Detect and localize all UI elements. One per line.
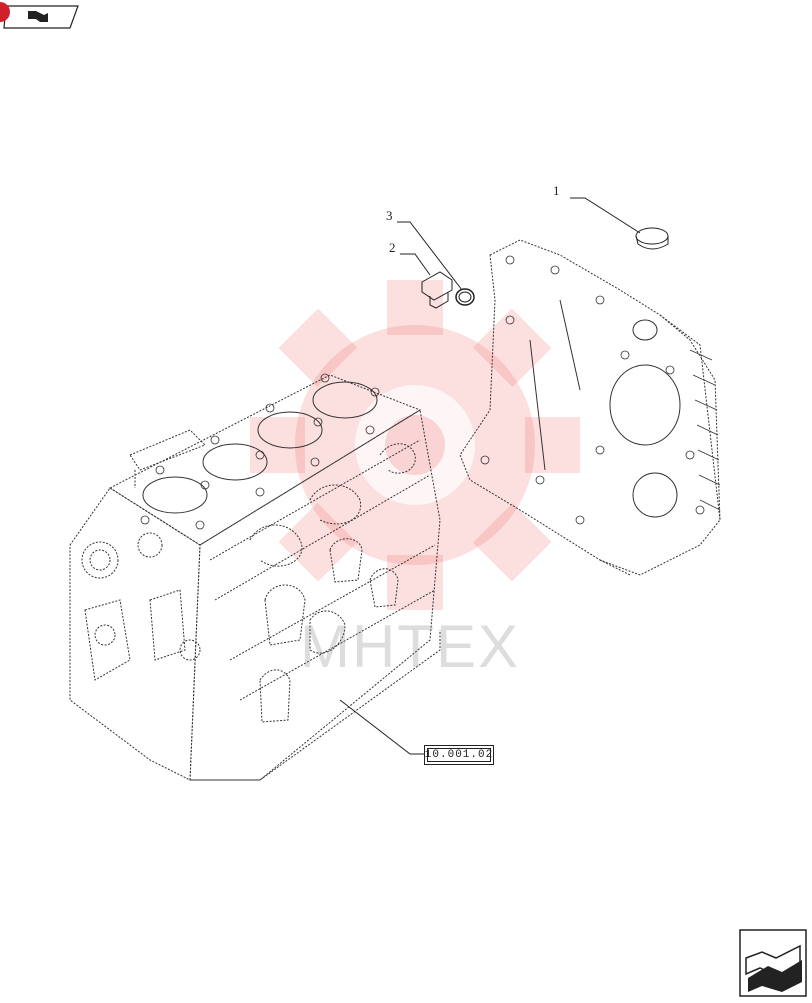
callout-1: 1: [553, 183, 560, 198]
washer-part: [455, 288, 475, 306]
reference-box[interactable]: 10.001.02: [424, 745, 494, 765]
cup-plug-part: [635, 227, 669, 250]
callout-2: 2: [389, 240, 396, 255]
next-page-button[interactable]: [738, 928, 808, 998]
page-forward-icon: [739, 929, 807, 997]
reference-label: 10.001.02: [424, 749, 494, 761]
watermark-text: MHTEX: [300, 613, 520, 680]
page-back-icon: [0, 2, 79, 29]
previous-page-button[interactable]: [0, 0, 80, 32]
plug-part: [421, 271, 453, 309]
callout-3: 3: [386, 208, 393, 223]
